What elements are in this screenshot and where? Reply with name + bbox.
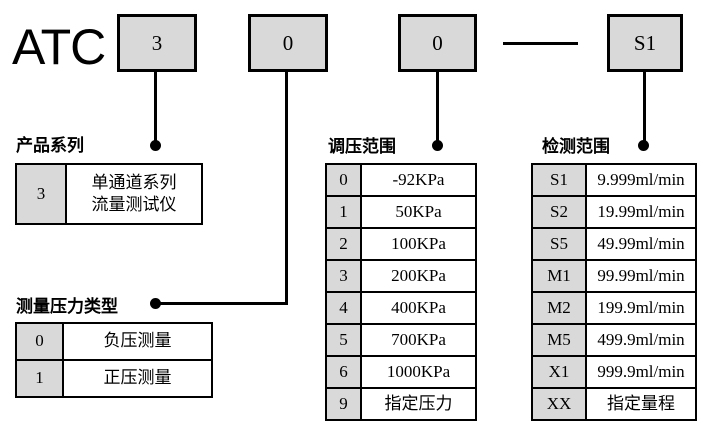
code-cell: M2 — [531, 291, 587, 325]
code-cell: S1 — [531, 163, 587, 197]
table-row: 2 100KPa — [325, 227, 477, 261]
table-row: M5 499.9ml/min — [531, 323, 697, 357]
value-cell: 200KPa — [360, 259, 477, 293]
connector-line-pressure-type-vertical — [285, 71, 288, 305]
connector-line-pressure-type-horizontal — [158, 302, 288, 305]
connector-line-product-series — [154, 71, 157, 143]
code-cell: M1 — [531, 259, 587, 293]
value-cell: 19.99ml/min — [585, 195, 697, 229]
value-cell: 50KPa — [360, 195, 477, 229]
code-box-regulation-range: 0 — [398, 14, 477, 72]
table-row: X1 999.9ml/min — [531, 355, 697, 389]
section-heading-regulation-range: 调压范围 — [328, 137, 396, 156]
value-cell: 指定量程 — [585, 387, 697, 421]
code-cell: 3 — [15, 163, 67, 225]
code-cell: 1 — [15, 359, 64, 398]
detection-range-table: S1 9.999ml/min S2 19.99ml/min S5 49.99ml… — [531, 163, 697, 421]
code-cell: 2 — [325, 227, 362, 261]
value-cell: 700KPa — [360, 323, 477, 357]
value-cell: 400KPa — [360, 291, 477, 325]
code-cell: 4 — [325, 291, 362, 325]
code-cell: 0 — [325, 163, 362, 197]
table-row: S5 49.99ml/min — [531, 227, 697, 261]
connector-dot-product-series — [150, 140, 161, 151]
code-cell: X1 — [531, 355, 587, 389]
value-cell: 99.99ml/min — [585, 259, 697, 293]
code-separator-dash — [503, 42, 578, 45]
code-cell: 0 — [15, 322, 64, 361]
table-row: M2 199.9ml/min — [531, 291, 697, 325]
code-cell: 6 — [325, 355, 362, 389]
connector-line-detection-range — [643, 71, 646, 142]
table-row: S1 9.999ml/min — [531, 163, 697, 197]
value-cell: -92KPa — [360, 163, 477, 197]
code-cell: 5 — [325, 323, 362, 357]
table-row: M1 99.99ml/min — [531, 259, 697, 293]
table-row: 3 200KPa — [325, 259, 477, 293]
value-cell: 单通道系列 流量测试仪 — [65, 163, 203, 225]
value-line-1: 单通道系列 — [91, 172, 177, 192]
value-cell: 999.9ml/min — [585, 355, 697, 389]
pressure-type-table: 0 负压测量 1 正压测量 — [15, 322, 213, 398]
code-cell: 1 — [325, 195, 362, 229]
code-cell: S5 — [531, 227, 587, 261]
code-cell: S2 — [531, 195, 587, 229]
value-cell: 1000KPa — [360, 355, 477, 389]
product-series-table: 3 单通道系列 流量测试仪 — [15, 163, 203, 225]
value-cell: 199.9ml/min — [585, 291, 697, 325]
table-row: 9 指定压力 — [325, 387, 477, 421]
table-row: 3 单通道系列 流量测试仪 — [15, 163, 203, 225]
connector-dot-detection-range — [638, 140, 649, 151]
table-row: 5 700KPa — [325, 323, 477, 357]
section-heading-product-series: 产品系列 — [16, 136, 84, 155]
value-cell: 负压测量 — [62, 322, 213, 361]
table-row: 0 -92KPa — [325, 163, 477, 197]
connector-dot-pressure-type — [150, 298, 161, 309]
value-cell: 9.999ml/min — [585, 163, 697, 197]
brand-title: ATC — [12, 19, 106, 75]
code-box-product-series: 3 — [117, 14, 197, 72]
code-box-detection-range: S1 — [607, 14, 683, 72]
table-row: 0 负压测量 — [15, 322, 213, 361]
connector-dot-regulation-range — [432, 140, 443, 151]
table-row: XX 指定量程 — [531, 387, 697, 421]
code-cell: M5 — [531, 323, 587, 357]
table-row: 4 400KPa — [325, 291, 477, 325]
value-cell: 指定压力 — [360, 387, 477, 421]
table-row: S2 19.99ml/min — [531, 195, 697, 229]
value-cell: 499.9ml/min — [585, 323, 697, 357]
section-heading-pressure-type: 测量压力类型 — [16, 297, 118, 316]
value-cell: 100KPa — [360, 227, 477, 261]
code-box-pressure-type: 0 — [248, 14, 328, 72]
section-heading-detection-range: 检测范围 — [542, 137, 610, 156]
value-cell: 正压测量 — [62, 359, 213, 398]
code-cell: XX — [531, 387, 587, 421]
code-cell: 9 — [325, 387, 362, 421]
value-cell: 49.99ml/min — [585, 227, 697, 261]
regulation-range-table: 0 -92KPa 1 50KPa 2 100KPa 3 200KPa 4 400… — [325, 163, 477, 421]
connector-line-regulation-range — [436, 71, 439, 143]
table-row: 1 50KPa — [325, 195, 477, 229]
table-row: 6 1000KPa — [325, 355, 477, 389]
code-cell: 3 — [325, 259, 362, 293]
table-row: 1 正压测量 — [15, 359, 213, 398]
value-line-2: 流量测试仪 — [91, 195, 177, 214]
